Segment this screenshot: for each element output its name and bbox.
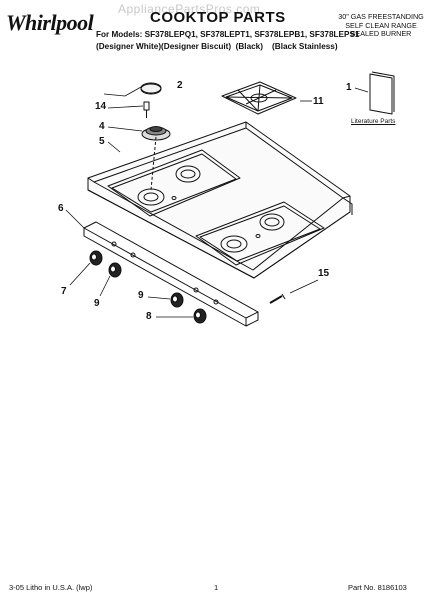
callout-6: 6	[58, 203, 64, 214]
callout-9-right: 9	[138, 290, 144, 301]
product-type-line: 30" GAS FREESTANDING	[338, 12, 424, 21]
callout-5: 5	[99, 136, 105, 147]
footer-print-info: 3-05 Litho in U.S.A. (lwp)	[9, 583, 93, 592]
burner-cap	[140, 82, 162, 95]
burner-base	[141, 126, 171, 141]
watermark-text: AppliancePartsPros.com	[118, 2, 261, 16]
callout-14: 14	[95, 101, 107, 112]
cooktop-panel	[87, 121, 353, 279]
model-numbers: For Models: SF378LEPQ1, SF378LEPT1, SF37…	[96, 30, 360, 39]
callout-11: 11	[313, 96, 324, 107]
callout-15: 15	[318, 268, 330, 279]
product-description: 30" GAS FREESTANDING SELF CLEAN RANGE SE…	[333, 12, 429, 39]
callout-9-left: 9	[94, 298, 100, 309]
ignitor-screw	[143, 101, 150, 118]
callout-1: 1	[346, 82, 352, 93]
product-burner-line: SEALED BURNER	[350, 29, 412, 39]
screw-15	[269, 293, 286, 304]
model-list: For Models: SF378LEPQ1, SF378LEPT1, SF37…	[96, 29, 359, 53]
product-clean-line: SELF CLEAN RANGE	[345, 20, 417, 30]
callout-7: 7	[61, 286, 67, 297]
knob-7	[89, 250, 103, 266]
model-colors: (Designer White)(Designer Biscuit) (Blac…	[96, 42, 338, 51]
knob-9-right	[170, 292, 184, 308]
knob-8	[193, 308, 207, 324]
burner-grate	[221, 81, 297, 115]
callout-8: 8	[146, 311, 152, 322]
literature-booklet	[369, 71, 395, 115]
control-panel	[83, 221, 259, 327]
knob-9-left	[108, 262, 122, 278]
footer-page-number: 1	[214, 583, 219, 592]
right-burner-well	[195, 201, 325, 266]
brand-logo: Whirlpool	[6, 10, 94, 35]
leader-lines	[65, 86, 369, 318]
left-burner-well	[107, 149, 241, 217]
assembly-line	[150, 136, 157, 191]
control-knobs	[89, 250, 207, 324]
callout-2: 2	[177, 80, 183, 91]
literature-parts-label: Literature Parts	[351, 118, 396, 125]
footer-part-number: Part No. 8186103	[348, 583, 407, 592]
page-title: COOKTOP PARTS	[150, 9, 286, 26]
callout-4: 4	[99, 121, 105, 132]
